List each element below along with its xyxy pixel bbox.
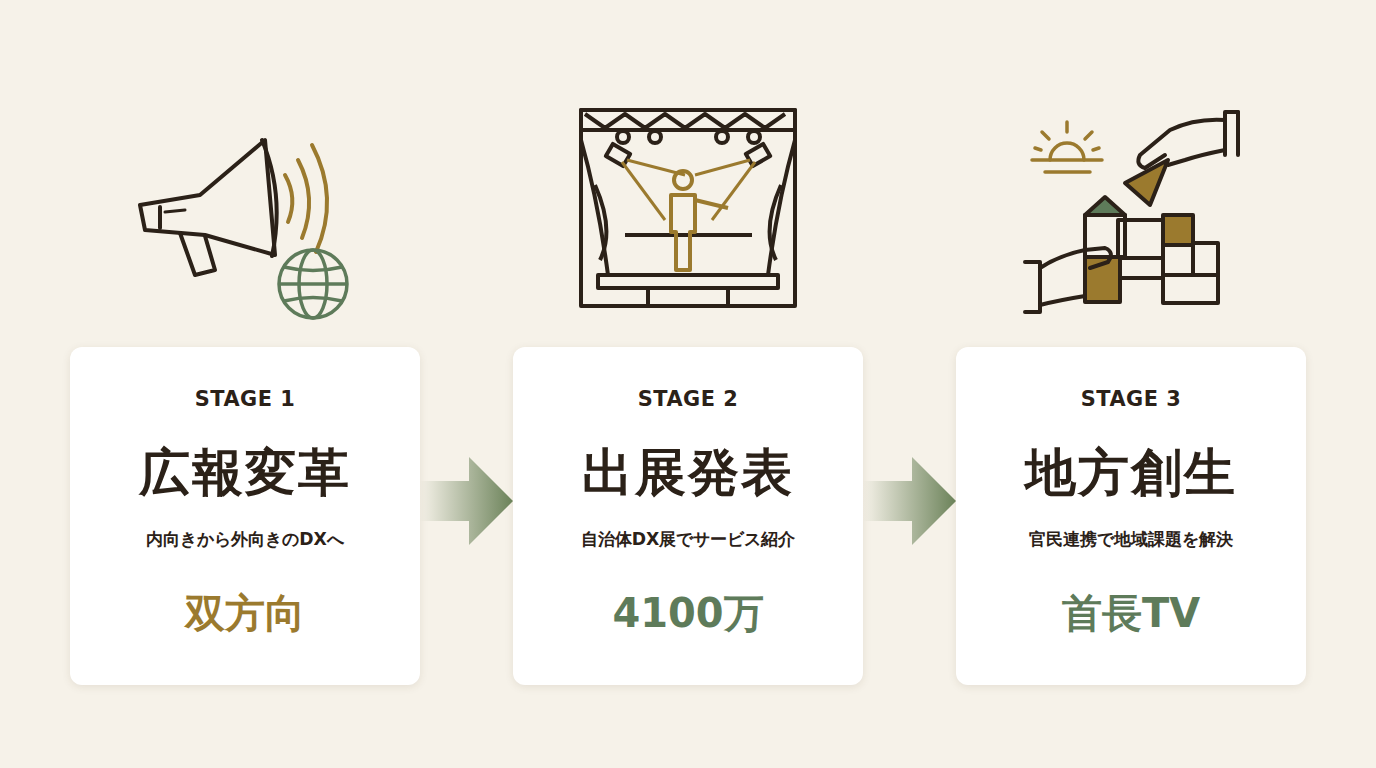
hands-icon <box>1025 112 1238 312</box>
stage-card: STAGE 1 広報変革内向きから外向きのDXへ双方向 <box>70 347 420 685</box>
stage-label: STAGE 1 <box>70 387 420 411</box>
stage-title: 広報変革 <box>70 439 420 508</box>
stage-title: 出展発表 <box>513 439 863 508</box>
stage-highlight: 双方向 <box>70 587 420 641</box>
stage-highlight: 首長TV <box>956 587 1306 641</box>
stage-title: 地方創生 <box>956 439 1306 508</box>
flow-arrow <box>420 457 513 545</box>
presenter-figure <box>671 171 728 270</box>
stage-card: STAGE 3 地方創生官民連携で地域課題を解決首長TV <box>956 347 1306 685</box>
blocks-icon <box>1085 160 1218 303</box>
stage-description: 内向きから外向きのDXへ <box>70 527 420 551</box>
megaphone-icon <box>140 140 277 275</box>
sound-waves <box>285 145 327 252</box>
sun-icon <box>1032 122 1102 172</box>
stage-description: 官民連携で地域課題を解決 <box>956 527 1306 551</box>
stage-description: 自治体DX展でサービス紹介 <box>513 527 863 551</box>
stage-icon <box>581 110 795 306</box>
stage-label: STAGE 3 <box>956 387 1306 411</box>
stage-card: STAGE 2 出展発表自治体DX展でサービス紹介 4100万 <box>513 347 863 685</box>
spotlight-beams <box>622 160 755 220</box>
stage-highlight: 4100万 <box>513 587 863 641</box>
globe-icon <box>279 250 347 318</box>
stage-label: STAGE 2 <box>513 387 863 411</box>
flow-arrow <box>863 457 956 545</box>
